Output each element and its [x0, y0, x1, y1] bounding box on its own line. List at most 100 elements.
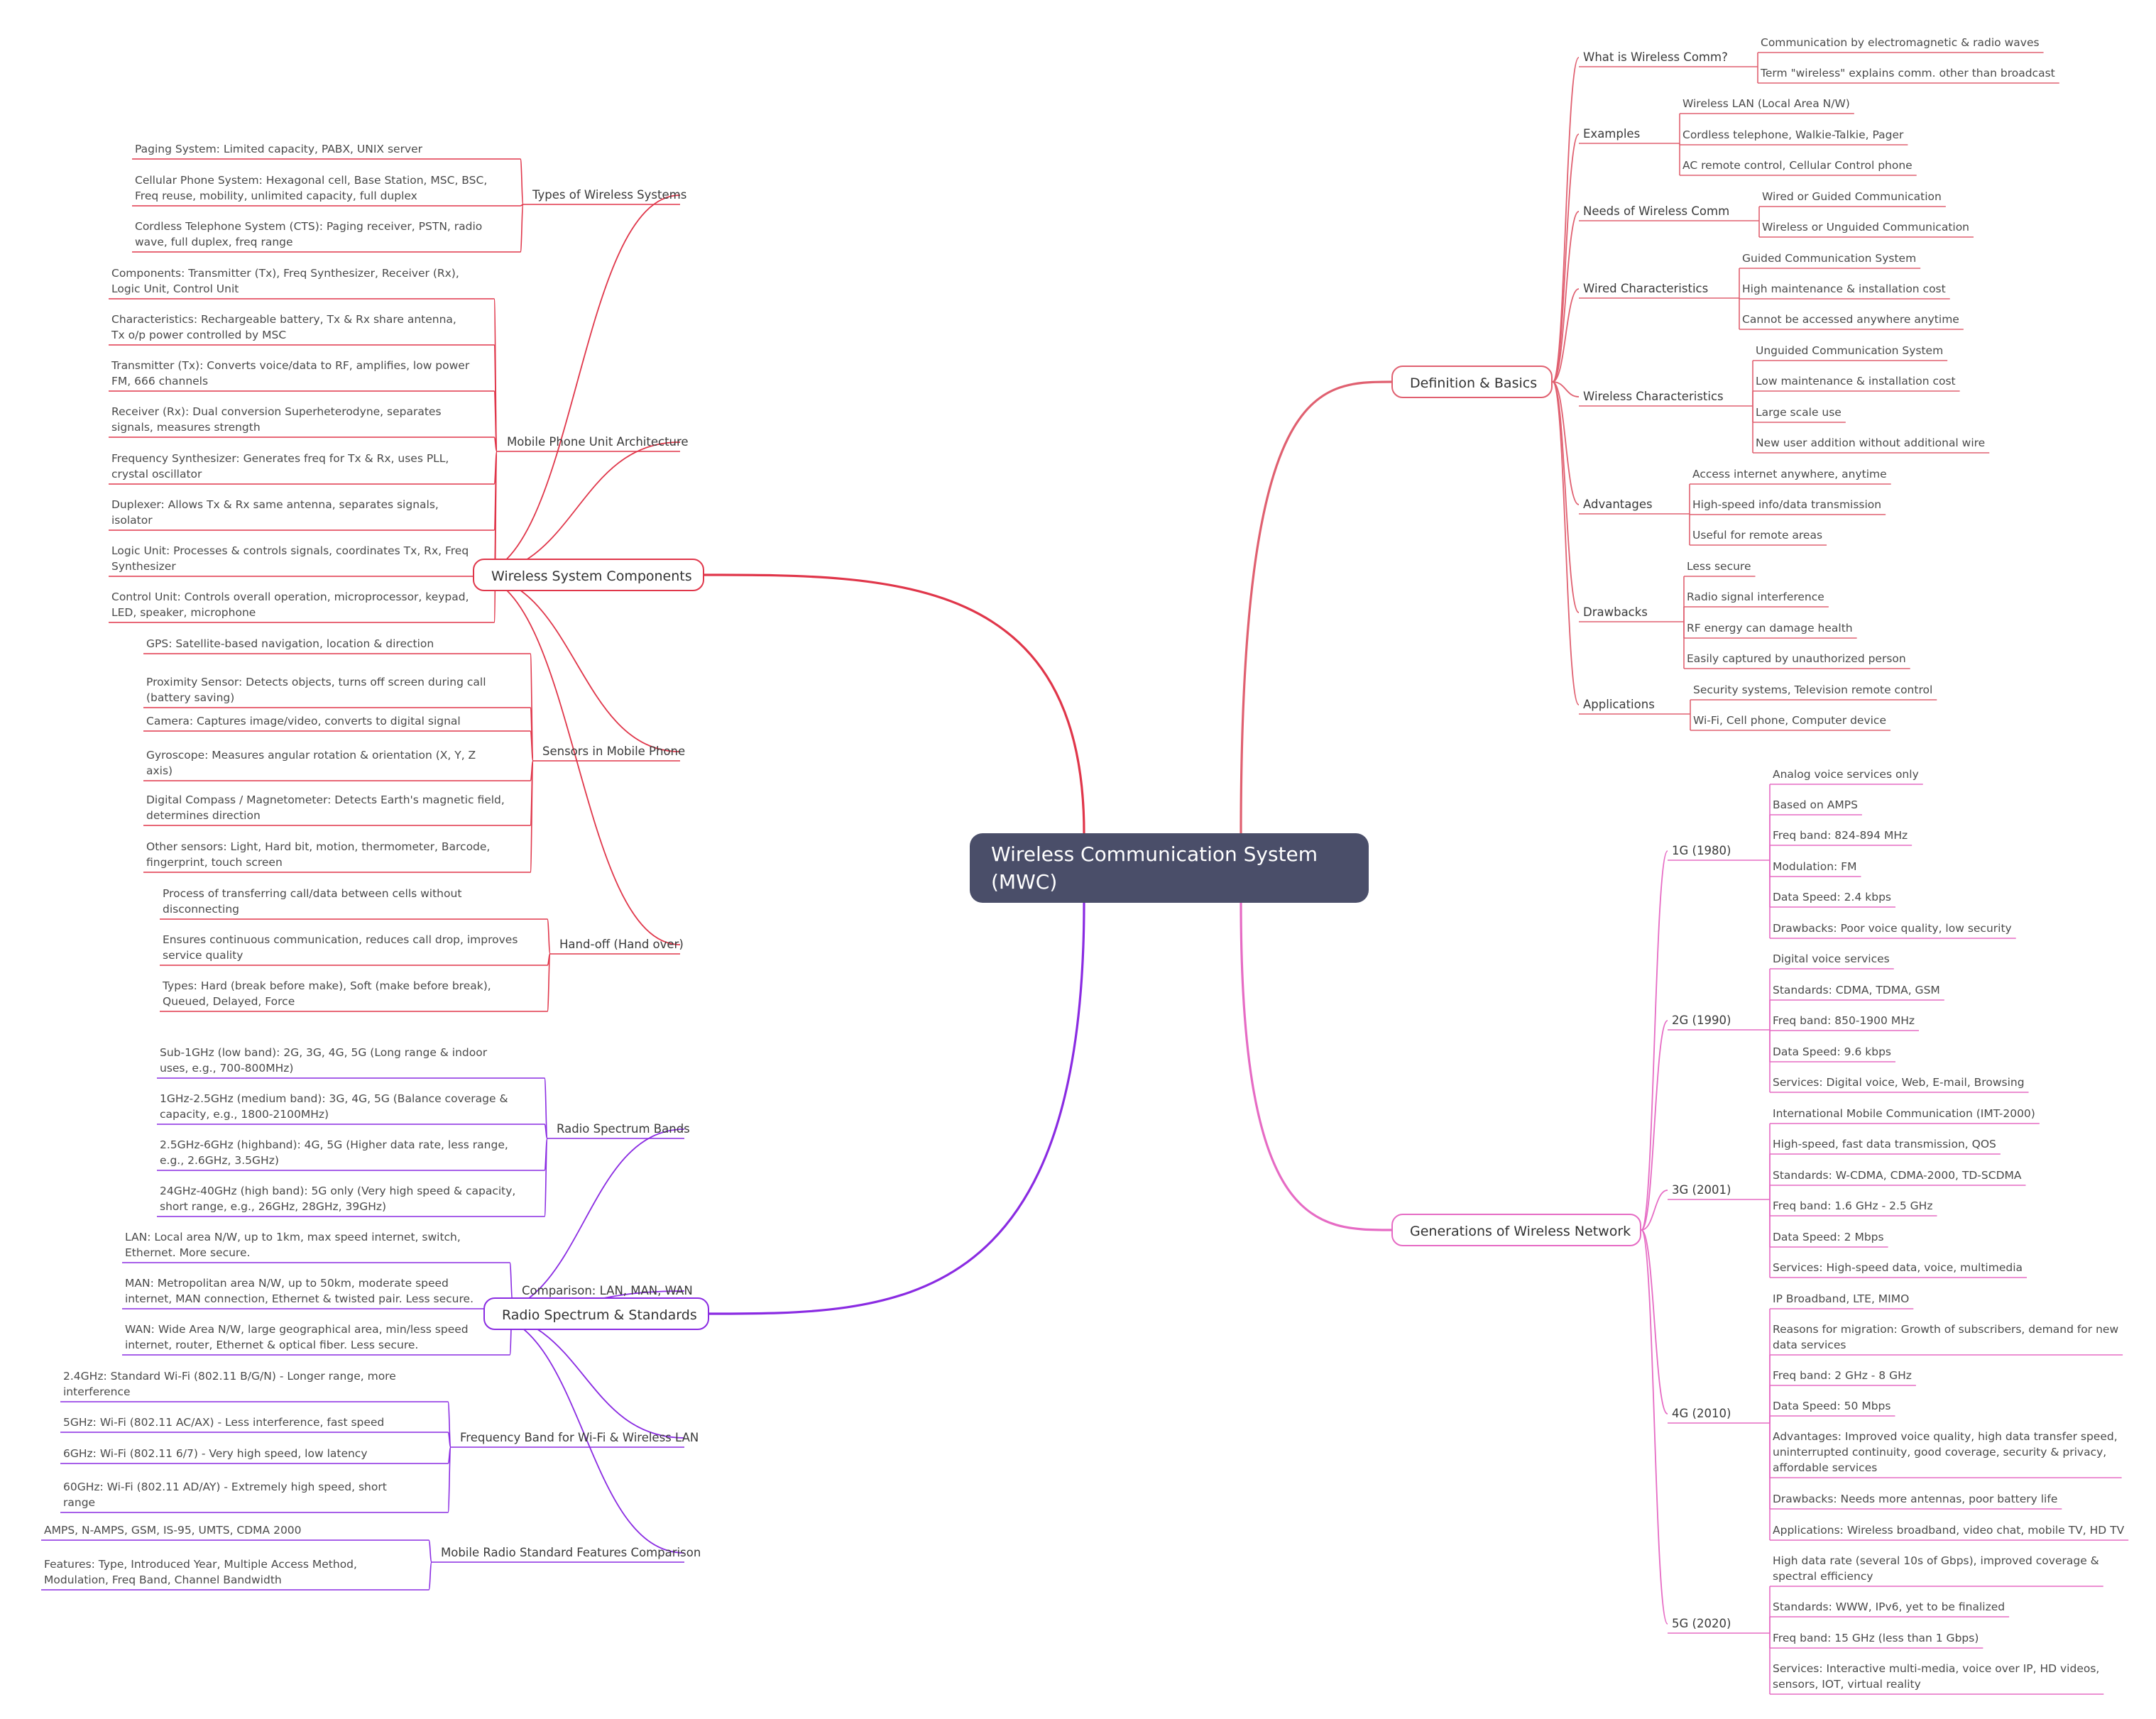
branch-definition[interactable]: Definition & Basics: [1391, 366, 1553, 398]
leaf-definition-4-1: Low maintenance & installation cost: [1756, 375, 1956, 388]
leaf-definition-0-1: Term "wireless" explains comm. other tha…: [1761, 67, 2055, 79]
connector-sub-components-3: [472, 574, 681, 945]
connector-leaf: [530, 730, 534, 762]
leaf-components-1-4: Frequency Synthesizer: Generates freq fo…: [111, 452, 449, 480]
connector-sub-generations-0: [1641, 850, 1668, 1231]
leaf-radio-0-1: 1GHz-2.5GHz (medium band): 3G, 4G, 5G (B…: [160, 1092, 508, 1121]
subtopic-generations-0[interactable]: 1G (1980): [1672, 844, 1731, 857]
leaf-generations-2-3: Freq band: 1.6 GHz - 2.5 GHz: [1773, 1199, 1933, 1212]
branch-generations[interactable]: Generations of Wireless Network: [1391, 1214, 1641, 1246]
leaf-components-1-0: Components: Transmitter (Tx), Freq Synth…: [111, 267, 459, 295]
leaf-components-1-3: Receiver (Rx): Dual conversion Superhete…: [111, 405, 442, 434]
leaf-components-2-1: Proximity Sensor: Detects objects, turns…: [146, 676, 486, 704]
subtopic-radio-1[interactable]: Comparison: LAN, MAN, WAN: [522, 1284, 693, 1297]
connector-root-generations: [1240, 902, 1392, 1231]
leaf-generations-3-5: Drawbacks: Needs more antennas, poor bat…: [1773, 1493, 2058, 1505]
subtopic-definition-0[interactable]: What is Wireless Comm?: [1583, 50, 1728, 64]
subtopic-generations-3[interactable]: 4G (2010): [1672, 1407, 1731, 1420]
leaf-definition-4-0: Unguided Communication System: [1756, 344, 1944, 357]
branch-radio[interactable]: Radio Spectrum & Standards: [483, 1297, 709, 1330]
connector-leaf: [520, 204, 524, 253]
leaf-components-1-1: Characteristics: Rechargeable battery, T…: [111, 313, 456, 341]
connector-sub-generations-1: [1641, 1020, 1668, 1231]
connector-leaf: [428, 1539, 432, 1563]
subtopic-generations-4[interactable]: 5G (2020): [1672, 1617, 1731, 1630]
leaf-generations-1-0: Digital voice services: [1773, 952, 1890, 965]
leaf-definition-6-0: Less secure: [1687, 560, 1751, 573]
connector-sub-generations-4: [1641, 1229, 1668, 1625]
leaf-radio-0-2: 2.5GHz-6GHz (highband): 4G, 5G (Higher d…: [160, 1138, 508, 1167]
leaf-components-1-6: Logic Unit: Processes & controls signals…: [111, 544, 469, 573]
leaf-generations-2-4: Data Speed: 2 Mbps: [1773, 1231, 1884, 1243]
connector-sub-definition-2: [1552, 211, 1580, 383]
leaf-components-0-0: Paging System: Limited capacity, PABX, U…: [135, 143, 423, 155]
leaf-radio-1-2: WAN: Wide Area N/W, large geographical a…: [125, 1323, 469, 1351]
subtopic-definition-5[interactable]: Advantages: [1583, 498, 1653, 511]
leaf-definition-7-0: Security systems, Television remote cont…: [1693, 683, 1933, 696]
leaf-generations-0-3: Modulation: FM: [1773, 860, 1857, 873]
leaf-definition-4-2: Large scale use: [1756, 406, 1842, 419]
subtopic-definition-3[interactable]: Wired Characteristics: [1583, 282, 1709, 295]
leaf-generations-0-1: Based on AMPS: [1773, 798, 1858, 811]
leaf-definition-6-2: RF energy can damage health: [1687, 622, 1853, 635]
subtopic-components-1[interactable]: Mobile Phone Unit Architecture: [507, 435, 689, 449]
leaf-generations-2-1: High-speed, fast data transmission, QOS: [1773, 1138, 1996, 1150]
connector-sub-definition-6: [1552, 381, 1580, 613]
leaf-components-2-3: Gyroscope: Measures angular rotation & o…: [146, 749, 476, 777]
leaf-definition-1-0: Wireless LAN (Local Area N/W): [1682, 97, 1850, 110]
leaf-components-1-2: Transmitter (Tx): Converts voice/data to…: [111, 359, 470, 388]
leaf-generations-1-1: Standards: CDMA, TDMA, GSM: [1773, 984, 1940, 996]
subtopic-definition-6[interactable]: Drawbacks: [1583, 605, 1648, 619]
leaf-generations-0-4: Data Speed: 2.4 kbps: [1773, 891, 1891, 904]
connector-sub-definition-3: [1552, 288, 1580, 383]
root-node[interactable]: Wireless Communication System (MWC): [970, 833, 1369, 903]
connector-sub-definition-4: [1552, 381, 1580, 397]
leaf-radio-0-3: 24GHz-40GHz (high band): 5G only (Very h…: [160, 1185, 516, 1213]
subtopic-generations-1[interactable]: 2G (1990): [1672, 1014, 1731, 1027]
subtopic-radio-3[interactable]: Mobile Radio Standard Features Compariso…: [441, 1546, 701, 1559]
connector-leaf: [447, 1446, 452, 1513]
subtopic-components-2[interactable]: Sensors in Mobile Phone: [542, 745, 686, 758]
leaf-generations-3-2: Freq band: 2 GHz - 8 GHz: [1773, 1369, 1912, 1382]
leaf-definition-3-0: Guided Communication System: [1742, 252, 1917, 265]
connector-leaf: [544, 1138, 548, 1217]
subtopic-radio-0[interactable]: Radio Spectrum Bands: [557, 1122, 690, 1136]
leaf-definition-1-2: AC remote control, Cellular Control phon…: [1682, 159, 1913, 172]
leaf-components-3-1: Ensures continuous communication, reduce…: [163, 933, 518, 962]
connector-sub-definition-7: [1552, 381, 1580, 705]
leaf-generations-3-0: IP Broadband, LTE, MIMO: [1773, 1292, 1910, 1305]
leaf-generations-1-4: Services: Digital voice, Web, E-mail, Br…: [1773, 1076, 2025, 1089]
leaf-radio-2-0: 2.4GHz: Standard Wi-Fi (802.11 B/G/N) - …: [63, 1370, 396, 1398]
leaf-components-2-5: Other sensors: Light, Hard bit, motion, …: [146, 840, 491, 869]
leaf-components-0-2: Cordless Telephone System (CTS): Paging …: [135, 220, 483, 248]
branch-components[interactable]: Wireless System Components: [473, 559, 704, 591]
leaf-generations-4-2: Freq band: 15 GHz (less than 1 Gbps): [1773, 1632, 1979, 1644]
leaf-definition-3-2: Cannot be accessed anywhere anytime: [1742, 313, 1959, 326]
leaf-radio-0-0: Sub-1GHz (low band): 2G, 3G, 4G, 5G (Lon…: [160, 1046, 488, 1075]
leaf-generations-0-5: Drawbacks: Poor voice quality, low secur…: [1773, 922, 2012, 935]
subtopic-definition-2[interactable]: Needs of Wireless Comm: [1583, 204, 1730, 218]
leaf-radio-3-0: AMPS, N-AMPS, GSM, IS-95, UMTS, CDMA 200…: [44, 1524, 302, 1537]
leaf-definition-3-1: High maintenance & installation cost: [1742, 282, 1946, 295]
connector-leaf: [493, 436, 498, 452]
leaf-definition-4-3: New user addition without additional wir…: [1756, 436, 1986, 449]
leaf-generations-3-6: Applications: Wireless broadband, video …: [1773, 1524, 2125, 1537]
leaf-components-2-0: GPS: Satellite-based navigation, locatio…: [146, 637, 434, 650]
subtopic-definition-7[interactable]: Applications: [1583, 698, 1655, 711]
subtopic-generations-2[interactable]: 3G (2001): [1672, 1183, 1731, 1197]
connector-sub-components-0: [472, 194, 681, 576]
subtopic-radio-2[interactable]: Frequency Band for Wi-Fi & Wireless LAN: [460, 1431, 699, 1444]
leaf-generations-1-3: Data Speed: 9.6 kbps: [1773, 1045, 1891, 1058]
connector-leaf: [547, 953, 551, 1012]
leaf-components-2-4: Digital Compass / Magnetometer: Detects …: [146, 793, 505, 822]
leaf-generations-2-5: Services: High-speed data, voice, multim…: [1773, 1261, 2023, 1274]
connector-sub-generations-3: [1641, 1229, 1668, 1415]
leaf-generations-0-0: Analog voice services only: [1773, 768, 1919, 781]
leaf-components-3-2: Types: Hard (break before make), Soft (m…: [163, 979, 491, 1008]
connector-leaf: [493, 451, 498, 623]
subtopic-components-3[interactable]: Hand-off (Hand over): [559, 938, 684, 951]
subtopic-definition-4[interactable]: Wireless Characteristics: [1583, 390, 1724, 403]
subtopic-definition-1[interactable]: Examples: [1583, 127, 1641, 141]
subtopic-components-0[interactable]: Types of Wireless Systems: [532, 188, 687, 202]
